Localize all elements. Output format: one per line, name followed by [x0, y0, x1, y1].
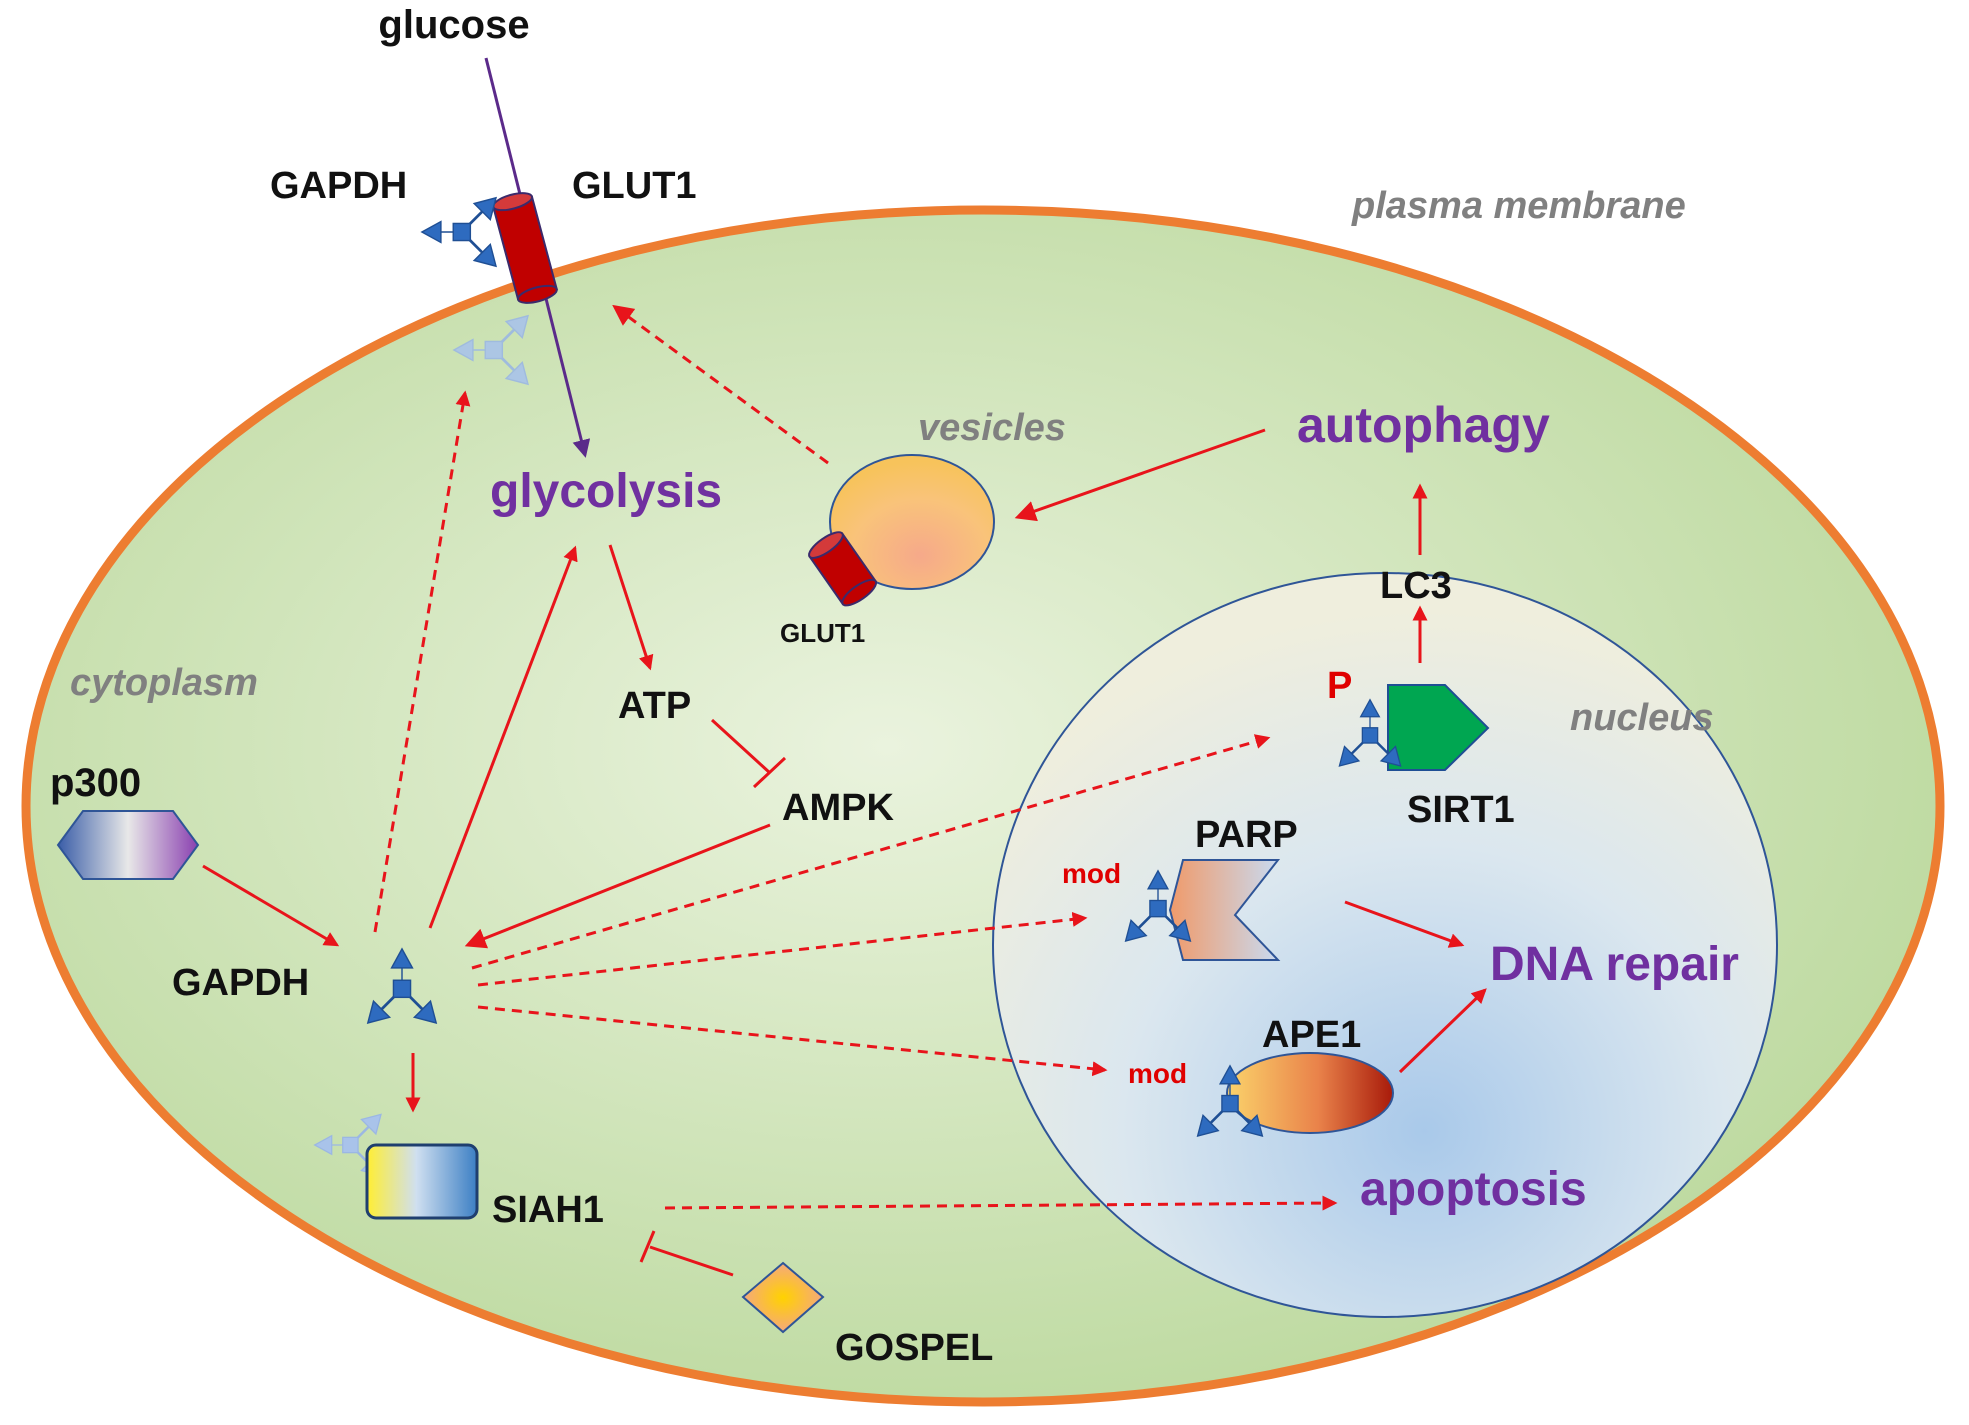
gospel-diamond-icon	[741, 1261, 825, 1334]
inhibition-gospel-siah1-bar	[639, 1230, 656, 1263]
inhibition-atp-ampk-bar	[752, 756, 787, 789]
label-parp: PARP	[1195, 814, 1298, 856]
label-cytoplasm: cytoplasm	[70, 662, 258, 704]
arrow-glycolysis-to-atp	[608, 544, 654, 671]
label-gapdh-membrane: GAPDH	[270, 165, 407, 207]
label-dna-repair: DNA repair	[1490, 938, 1739, 991]
arrow-gapdh-to-ape1	[477, 1005, 1108, 1077]
label-phospho: P	[1327, 665, 1352, 707]
label-mod-ape1: mod	[1128, 1058, 1187, 1089]
arrow-ape1-to-dna-repair	[1398, 988, 1487, 1074]
label-apoptosis: apoptosis	[1360, 1163, 1587, 1216]
ape1-ellipse-icon	[1226, 1052, 1394, 1134]
siah1-rectangle-icon	[365, 1143, 479, 1220]
label-ampk: AMPK	[782, 787, 894, 829]
arrow-gapdh-to-sirt1	[471, 734, 1271, 970]
nucleus-envelope	[992, 572, 1778, 1318]
arrow-p300-to-gapdh	[202, 864, 340, 947]
pathway-arrows	[202, 304, 1487, 1277]
arrow-siah1-to-apoptosis	[664, 1195, 1338, 1211]
label-autophagy: autophagy	[1297, 397, 1550, 453]
arrow-autophagy-to-vesicle	[1014, 428, 1266, 522]
label-p300: p300	[50, 761, 141, 805]
glut1-channel-icon	[492, 192, 558, 304]
parp-chevron-icon	[1168, 859, 1281, 961]
label-sirt1: SIRT1	[1407, 789, 1515, 831]
label-vesicles: vesicles	[918, 407, 1066, 449]
arrow-ampk-to-gapdh	[464, 823, 771, 949]
arrow-gapdh-to-glycolysis	[428, 545, 578, 929]
label-glucose: glucose	[378, 3, 529, 47]
label-nucleus: nucleus	[1570, 697, 1714, 739]
label-glut1-membrane: GLUT1	[572, 165, 697, 207]
arrow-parp-to-dna-repair	[1344, 900, 1465, 948]
label-gapdh-cytoplasm: GAPDH	[172, 962, 309, 1004]
inhibition-atp-ampk	[710, 718, 772, 775]
label-plasma-membrane: plasma membrane	[1351, 185, 1686, 227]
p300-hexagon-icon	[56, 810, 200, 880]
gapdh-trimer-icon	[421, 197, 497, 267]
vesicle-icon	[808, 454, 995, 607]
label-ape1: APE1	[1262, 1014, 1361, 1056]
label-siah1: SIAH1	[492, 1189, 604, 1231]
label-glut1-vesicle: GLUT1	[780, 618, 865, 648]
arrow-gapdh-to-membrane	[373, 390, 471, 933]
label-atp: ATP	[618, 685, 691, 727]
label-glycolysis: glycolysis	[490, 465, 722, 518]
label-lc3: LC3	[1380, 565, 1452, 607]
inhibition-gospel-siah1	[649, 1245, 734, 1277]
label-mod-parp: mod	[1062, 858, 1121, 889]
label-gospel: GOSPEL	[835, 1327, 993, 1369]
